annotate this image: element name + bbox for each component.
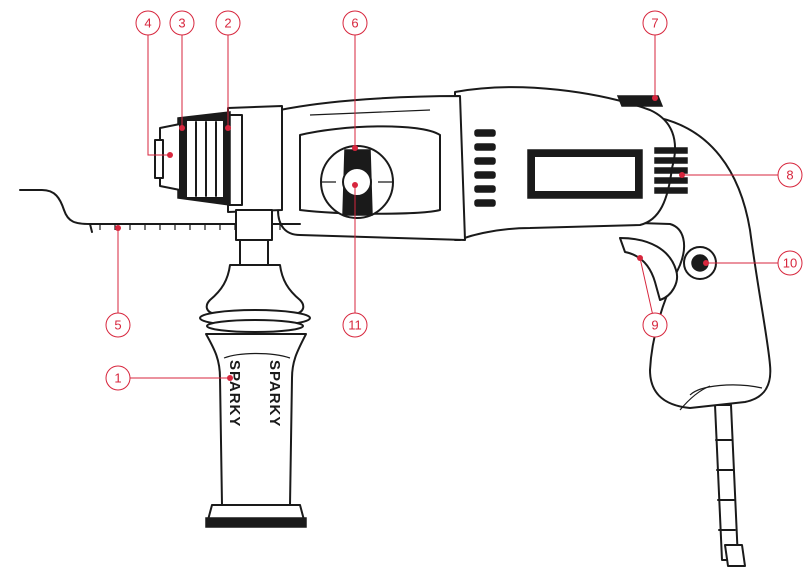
motor-housing (454, 86, 676, 241)
leader-dot-7 (652, 95, 658, 101)
leader-dot-4 (167, 152, 173, 158)
tool-chuck (154, 111, 231, 206)
brand-label-1: SPARKY (226, 360, 243, 427)
callout-badge-4 (135, 10, 161, 36)
vent-grille (654, 147, 688, 194)
callout-label-7: 7 (651, 16, 658, 31)
mode-selector (320, 145, 394, 219)
neck-collar (227, 105, 283, 213)
leader-dot-5 (115, 225, 121, 231)
leader-dot-2 (225, 125, 231, 131)
depth-stop-rod (19, 189, 301, 233)
callout-label-2: 2 (224, 16, 231, 31)
callout-badge-1 (105, 365, 131, 391)
callout-badge-9 (642, 312, 668, 338)
callout-badge-6 (342, 10, 368, 36)
callout-label-11: 11 (348, 318, 362, 333)
leader-line-9 (639, 257, 653, 314)
leader-dot-10 (703, 260, 709, 266)
callout-label-4: 4 (144, 16, 151, 31)
callout-label-6: 6 (351, 16, 358, 31)
callout-layer: 1 2 3 4 5 6 7 8 9 10 11 (105, 10, 803, 391)
leader-dot-1 (227, 375, 233, 381)
callout-label-1: 1 (114, 371, 121, 386)
callout-badge-8 (777, 162, 803, 188)
side-vents (474, 129, 496, 207)
leader-line-4 (147, 35, 170, 156)
callout-badge-2 (215, 10, 241, 36)
callout-label-3: 3 (178, 16, 185, 31)
leader-dot-11 (352, 182, 358, 188)
callout-label-5: 5 (114, 318, 121, 333)
trigger-switch (619, 237, 678, 301)
leader-dot-9 (637, 255, 643, 261)
leader-dot-6 (352, 145, 358, 151)
auxiliary-handle: SPARKY SPARKY (199, 209, 311, 528)
callout-label-9: 9 (651, 318, 658, 333)
callout-badge-5 (105, 312, 131, 338)
power-cord (714, 404, 746, 567)
callout-label-8: 8 (786, 168, 793, 183)
callout-badge-11 (342, 312, 368, 338)
callout-badge-10 (777, 250, 803, 276)
callout-label-10: 10 (783, 256, 797, 271)
callout-badge-7 (642, 10, 668, 36)
leader-dot-3 (179, 125, 185, 131)
brand-label-2: SPARKY (266, 360, 283, 427)
leader-dot-8 (679, 172, 685, 178)
callout-badge-3 (169, 10, 195, 36)
